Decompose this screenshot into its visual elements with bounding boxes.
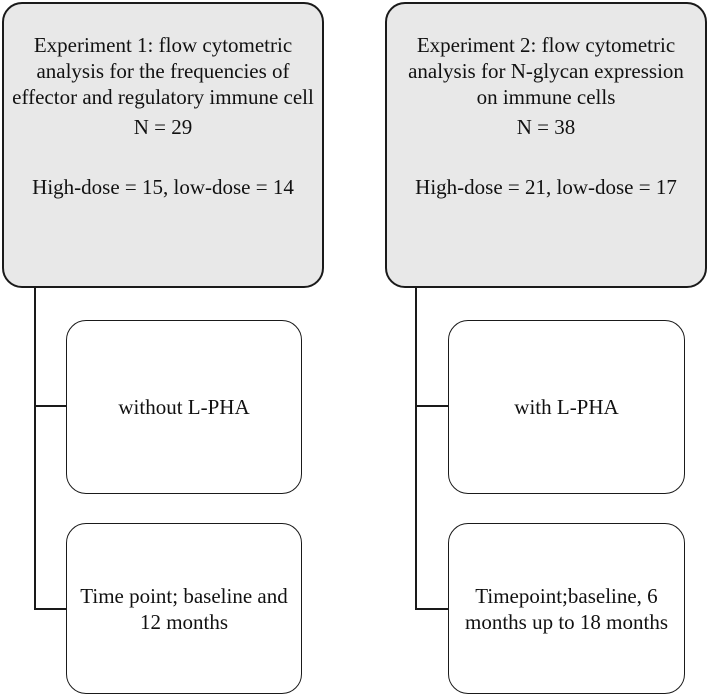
experiment2-box: Experiment 2: flow cytometric analysis f… bbox=[385, 2, 707, 288]
experiment2-condition-box: with L-PHA bbox=[448, 320, 685, 494]
experiment1-box: Experiment 1: flow cytometric analysis f… bbox=[2, 2, 324, 288]
exp2-branch-condition bbox=[415, 405, 448, 407]
experiment2-timepoint-box: Timepoint;baseline, 6 months up to 18 mo… bbox=[448, 523, 685, 694]
experiment2-dose: High-dose = 21, low-dose = 17 bbox=[415, 175, 677, 199]
exp2-vertical-connector bbox=[415, 287, 417, 610]
exp1-branch-condition bbox=[34, 405, 66, 407]
exp2-branch-timepoint bbox=[415, 608, 448, 610]
experiment1-dose: High-dose = 15, low-dose = 14 bbox=[32, 175, 294, 199]
experiment2-timepoint: Timepoint;baseline, 6 months up to 18 mo… bbox=[464, 583, 669, 634]
experiment1-condition: without L-PHA bbox=[118, 395, 250, 419]
experiment2-n: N = 38 bbox=[516, 115, 576, 139]
experiment1-timepoint-box: Time point; baseline and 12 months bbox=[66, 523, 302, 694]
experiment1-n: N = 29 bbox=[133, 115, 193, 139]
experiment2-title: Experiment 2: flow cytometric analysis f… bbox=[408, 33, 684, 109]
experiment1-condition-box: without L-PHA bbox=[66, 320, 302, 494]
experiment2-condition: with L-PHA bbox=[514, 395, 619, 419]
exp1-branch-timepoint bbox=[34, 608, 66, 610]
experiment1-title: Experiment 1: flow cytometric analysis f… bbox=[12, 33, 314, 109]
exp1-vertical-connector bbox=[34, 287, 36, 610]
experiment1-timepoint: Time point; baseline and 12 months bbox=[80, 583, 288, 634]
